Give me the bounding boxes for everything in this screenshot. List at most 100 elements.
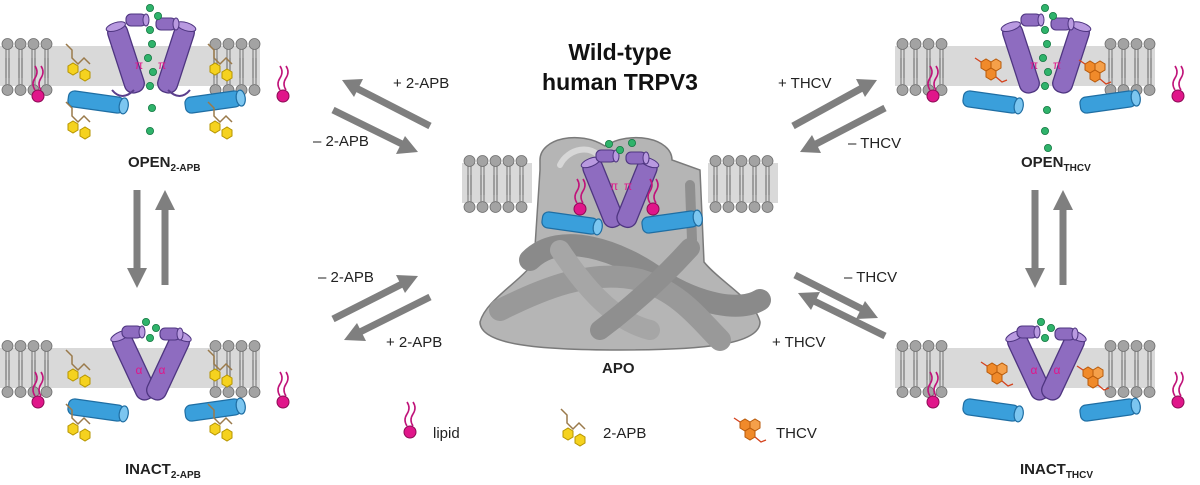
helix-alpha-symbol: α	[159, 363, 166, 377]
cylinder	[66, 89, 130, 116]
arrow-label: – THCV	[848, 135, 901, 152]
arrow-head	[1025, 268, 1045, 288]
helix-pi-symbol: π	[158, 58, 166, 72]
helix-pi-symbol: π	[1053, 58, 1061, 72]
arrow	[812, 297, 887, 340]
lipid-molecule	[276, 65, 290, 103]
lipid-molecule	[1171, 371, 1185, 409]
helix-alpha-symbol: α	[136, 363, 143, 377]
helix	[1016, 325, 1041, 339]
ion	[1047, 323, 1055, 333]
ion	[1041, 82, 1049, 90]
helix-pi-symbol: π	[135, 58, 143, 72]
ion	[143, 54, 153, 62]
arrow-label: + THCV	[778, 75, 832, 92]
helix-pi-symbol: π	[1030, 58, 1038, 72]
helix	[625, 151, 650, 165]
arrow-head	[856, 79, 877, 97]
cylinder	[961, 397, 1025, 424]
cylinder	[1078, 88, 1142, 115]
ion	[1049, 11, 1057, 21]
state-label-inact-thcv: INACTTHCV	[1020, 461, 1093, 481]
arrow-head	[800, 135, 821, 153]
ion	[1044, 68, 1052, 76]
arrow-head	[856, 301, 878, 319]
ion	[153, 11, 163, 21]
helix	[1020, 13, 1045, 27]
ion	[605, 139, 613, 149]
state-open-thcv: π π	[895, 4, 1185, 153]
arrow-head	[342, 79, 363, 97]
title-line-2: human TRPV3	[542, 69, 698, 95]
ion	[145, 25, 155, 34]
helix	[159, 327, 184, 341]
arrow-head	[155, 190, 175, 210]
arrow-label: + THCV	[772, 334, 826, 351]
ion	[1041, 333, 1049, 343]
arrow-head	[396, 275, 418, 293]
arrow	[791, 84, 864, 130]
lipid-legend-icon	[403, 401, 417, 439]
apb-legend-icon	[560, 408, 586, 447]
helix-alpha-symbol: α	[1054, 363, 1061, 377]
state-label-apo: APO	[602, 360, 635, 377]
arrows	[127, 79, 1073, 341]
state-label-open-thcv: OPENTHCV	[1021, 154, 1091, 174]
arrow-label: + 2-APB	[393, 75, 449, 92]
arrow	[814, 104, 887, 148]
arrow-head	[1053, 190, 1073, 210]
arrow-head	[798, 292, 820, 310]
state-label-open-2apb: OPEN2-APB	[128, 154, 201, 174]
cylinder	[1078, 396, 1142, 423]
arrow	[793, 271, 864, 313]
helix-alpha-symbol: α	[1031, 363, 1038, 377]
ion	[1041, 25, 1049, 34]
ion	[145, 333, 155, 343]
arrow	[358, 293, 432, 336]
state-open-2apb: π π	[0, 4, 290, 140]
helix	[155, 17, 180, 31]
helix	[121, 325, 146, 339]
legend-apb-label: 2-APB	[603, 425, 646, 442]
state-inact-2apb: α α	[0, 317, 290, 442]
ion	[141, 317, 151, 327]
arrow	[354, 84, 432, 130]
ion	[145, 4, 155, 13]
state-inact-thcv: α α	[895, 317, 1185, 424]
legend-lipid-label: lipid	[433, 425, 460, 442]
ion	[1044, 143, 1052, 153]
arrow-head	[344, 323, 366, 341]
cylinder	[66, 397, 130, 424]
helix	[1050, 17, 1075, 31]
lipid-molecule	[1171, 65, 1185, 103]
ion	[148, 68, 158, 76]
arrow-head	[396, 136, 418, 154]
cylinder	[961, 89, 1025, 116]
arrow	[331, 280, 404, 323]
membrane	[462, 154, 532, 214]
arrow-label: – 2-APB	[318, 269, 374, 286]
arrow-label: – THCV	[844, 269, 897, 286]
state-label-inact-2apb: INACT2-APB	[125, 461, 201, 481]
ion	[145, 127, 155, 136]
helix	[595, 149, 620, 163]
ion	[147, 40, 157, 48]
helix	[1054, 327, 1079, 341]
arrow-label: – 2-APB	[313, 133, 369, 150]
ion	[1041, 127, 1049, 136]
legend: lipid 2-APB THCV	[403, 401, 817, 447]
arrow-label: + 2-APB	[386, 334, 442, 351]
helix-pi-symbol: π	[610, 179, 618, 193]
ion	[628, 138, 636, 148]
lipid-molecule	[276, 371, 290, 409]
thcv-legend-icon	[733, 417, 767, 443]
ion	[151, 323, 161, 333]
ion	[616, 145, 624, 155]
membrane	[708, 154, 778, 214]
arrow	[331, 106, 404, 148]
title-line-1: Wild-type	[568, 39, 671, 65]
state-apo: π π	[462, 136, 778, 351]
ion	[1043, 106, 1051, 114]
arrow-head	[127, 268, 147, 288]
